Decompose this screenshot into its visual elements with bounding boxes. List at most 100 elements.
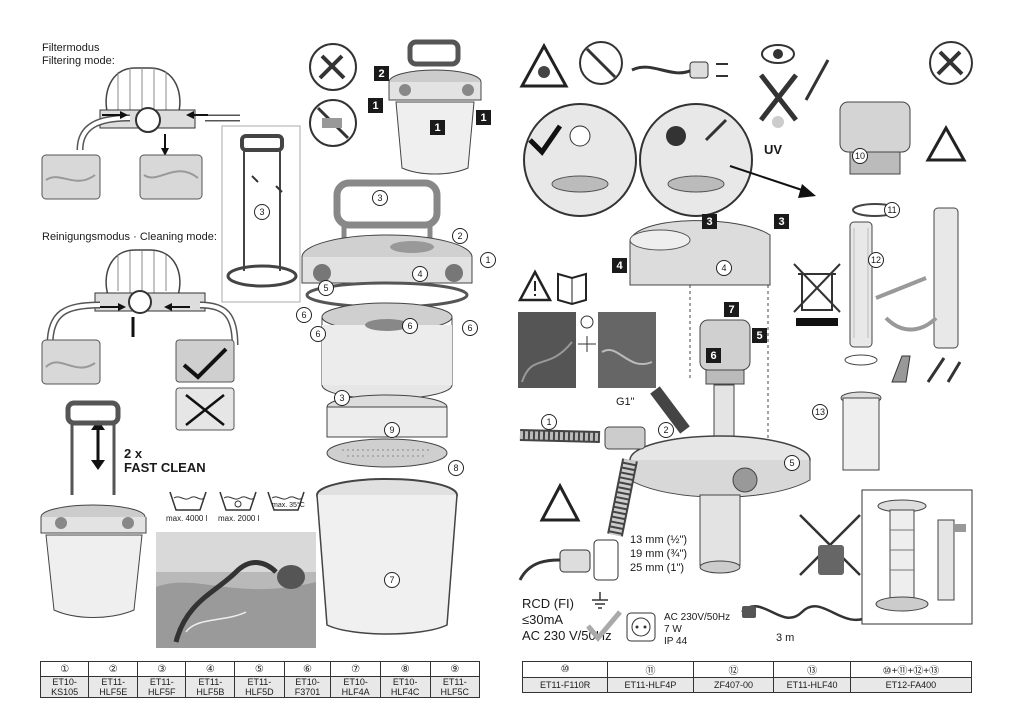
fast-clean-count: 2 x: [124, 446, 143, 461]
rcd-line1: RCD (FI): [522, 596, 574, 611]
callout-4: 4: [412, 266, 428, 282]
socket-icon: [626, 612, 656, 642]
part-code: ET10-KS105: [39, 676, 90, 698]
part-num: ⑫: [692, 661, 775, 678]
pump-exploded-diagram: [519, 220, 811, 574]
plug-socket-icon: [518, 539, 619, 581]
callout-6d: 6: [462, 320, 478, 336]
step-7-marker: 7: [724, 302, 739, 317]
step-1c-marker: 1: [476, 110, 491, 125]
check-light-magnifier: [523, 103, 637, 217]
seasonal-photos: [518, 312, 656, 388]
warning-triangle-icon: [519, 42, 569, 88]
callout-12: 12: [868, 252, 884, 268]
no-touch-icon-right: [579, 41, 623, 85]
cleaning-mode-diagram: [41, 249, 239, 431]
part-code: ET11-HLF5C: [429, 676, 481, 698]
callout-10: 10: [852, 148, 868, 164]
ground-symbol-icon: [592, 592, 608, 609]
part-code: ET11-HLF5F: [137, 676, 187, 698]
assembly-inset: [861, 489, 973, 625]
spec-ip: IP 44: [664, 636, 688, 647]
part-num: ⑧: [379, 661, 431, 677]
step-5-marker: 5: [752, 328, 767, 343]
rcd-line3: AC 230 V/50Hz: [522, 628, 612, 643]
warning-triangle-icon-3: [539, 482, 581, 522]
part-code: ET11-HLF5E: [88, 676, 139, 698]
callout-6c: 6: [402, 318, 418, 334]
pump-in-pond-no-icon: [799, 514, 861, 576]
callout-13: 13: [812, 404, 828, 420]
pump-disassembly-steps: [388, 39, 482, 175]
no-bin-icon: [793, 263, 841, 326]
part-code: ET11-HLF5D: [234, 676, 285, 698]
part-num: ②: [88, 661, 139, 677]
part-code: ET10-HLF4A: [330, 676, 381, 698]
fast-clean-label: FAST CLEAN: [124, 460, 206, 475]
max-4000-label: max. 4000 l: [166, 514, 208, 523]
pond-photo: [156, 532, 316, 648]
wrench-icon-right: [929, 41, 973, 85]
callout-3-frame: 3: [254, 204, 270, 220]
part-num: ①: [39, 661, 90, 677]
hose-size-25: 25 mm (1"): [630, 562, 685, 574]
warning-triangle-icon-2: [925, 124, 967, 162]
callout-7: 7: [384, 572, 400, 588]
exploded-filter-diagram: [301, 179, 473, 635]
part-num: ⑥: [283, 661, 332, 677]
pointer-arrow: [729, 165, 816, 198]
check-icon: [586, 610, 622, 642]
hose-size-19: 19 mm (¾"): [630, 548, 688, 560]
part-num: ⑩+⑪+⑫+⑬: [849, 661, 973, 678]
part-code: ET10-F3701: [283, 676, 332, 698]
part-num: ⑩: [521, 661, 609, 678]
step-6-marker: 6: [706, 348, 721, 363]
callout-3-foam: 3: [334, 390, 350, 406]
part-num: ⑪: [607, 661, 694, 678]
part-num: ⑦: [330, 661, 381, 677]
warning-book-icon: [517, 269, 587, 306]
callout-6a: 6: [296, 307, 312, 323]
part-num: ③: [137, 661, 187, 677]
callout-3-handle: 3: [372, 190, 388, 206]
no-light-magnifier: [639, 103, 753, 217]
part-num: ④: [185, 661, 236, 677]
part-code: ET11-HLF4P: [607, 677, 694, 693]
uv-label: UV: [764, 142, 783, 157]
filter-mode-de: Filtermodus: [42, 42, 100, 54]
cable-length: 3 m: [776, 632, 795, 644]
basin-4000-icon: [169, 491, 207, 511]
part-code: ET11-F110R: [521, 677, 609, 693]
part-num: ⑬: [773, 661, 851, 678]
cleaning-mode-label: Reinigungsmodus · Cleaning mode:: [42, 231, 217, 243]
step-3a-marker: 3: [702, 214, 717, 229]
part-num: ⑨: [429, 661, 481, 677]
callout-2: 2: [452, 228, 468, 244]
basin-temp-icon: [267, 491, 305, 511]
filter-mode-diagram: [41, 67, 240, 200]
uv-lamp-exploded: [839, 101, 959, 471]
wrench-icon: [309, 43, 357, 91]
callout-2-right: 2: [658, 422, 674, 438]
fast-clean-pump-illustration: [40, 400, 147, 618]
uv-eye-warning-icon: [759, 44, 830, 128]
callout-1a: 1: [480, 252, 496, 268]
step-4-marker: 4: [612, 258, 627, 273]
max-2000-label: max. 2000 l: [218, 514, 260, 523]
part-num: ⑤: [234, 661, 285, 677]
filter-mode-en: Filtering mode:: [42, 55, 115, 67]
spec-power: 7 W: [664, 624, 682, 635]
step-3b-marker: 3: [774, 214, 789, 229]
part-code: ET11-HLF5B: [185, 676, 236, 698]
basin-2000-icon: [219, 491, 257, 511]
parts-table-left: ① ② ③ ④ ⑤ ⑥ ⑦ ⑧ ⑨ ET10-KS105 ET11-HLF5E …: [39, 661, 481, 698]
unplug-icon: [631, 61, 728, 79]
callout-8: 8: [448, 460, 464, 476]
step-2-marker: 2: [374, 66, 389, 81]
step-1b-marker: 1: [430, 120, 445, 135]
part-code: ET10-HLF4C: [379, 676, 431, 698]
parts-table-right: ⑩ ⑪ ⑫ ⑬ ⑩+⑪+⑫+⑬ ET11-F110R ET11-HLF4P ZF…: [521, 661, 973, 693]
rcd-line2: ≤30mA: [522, 612, 564, 627]
callout-5: 5: [318, 280, 334, 296]
hose-size-13: 13 mm (½"): [630, 534, 688, 546]
